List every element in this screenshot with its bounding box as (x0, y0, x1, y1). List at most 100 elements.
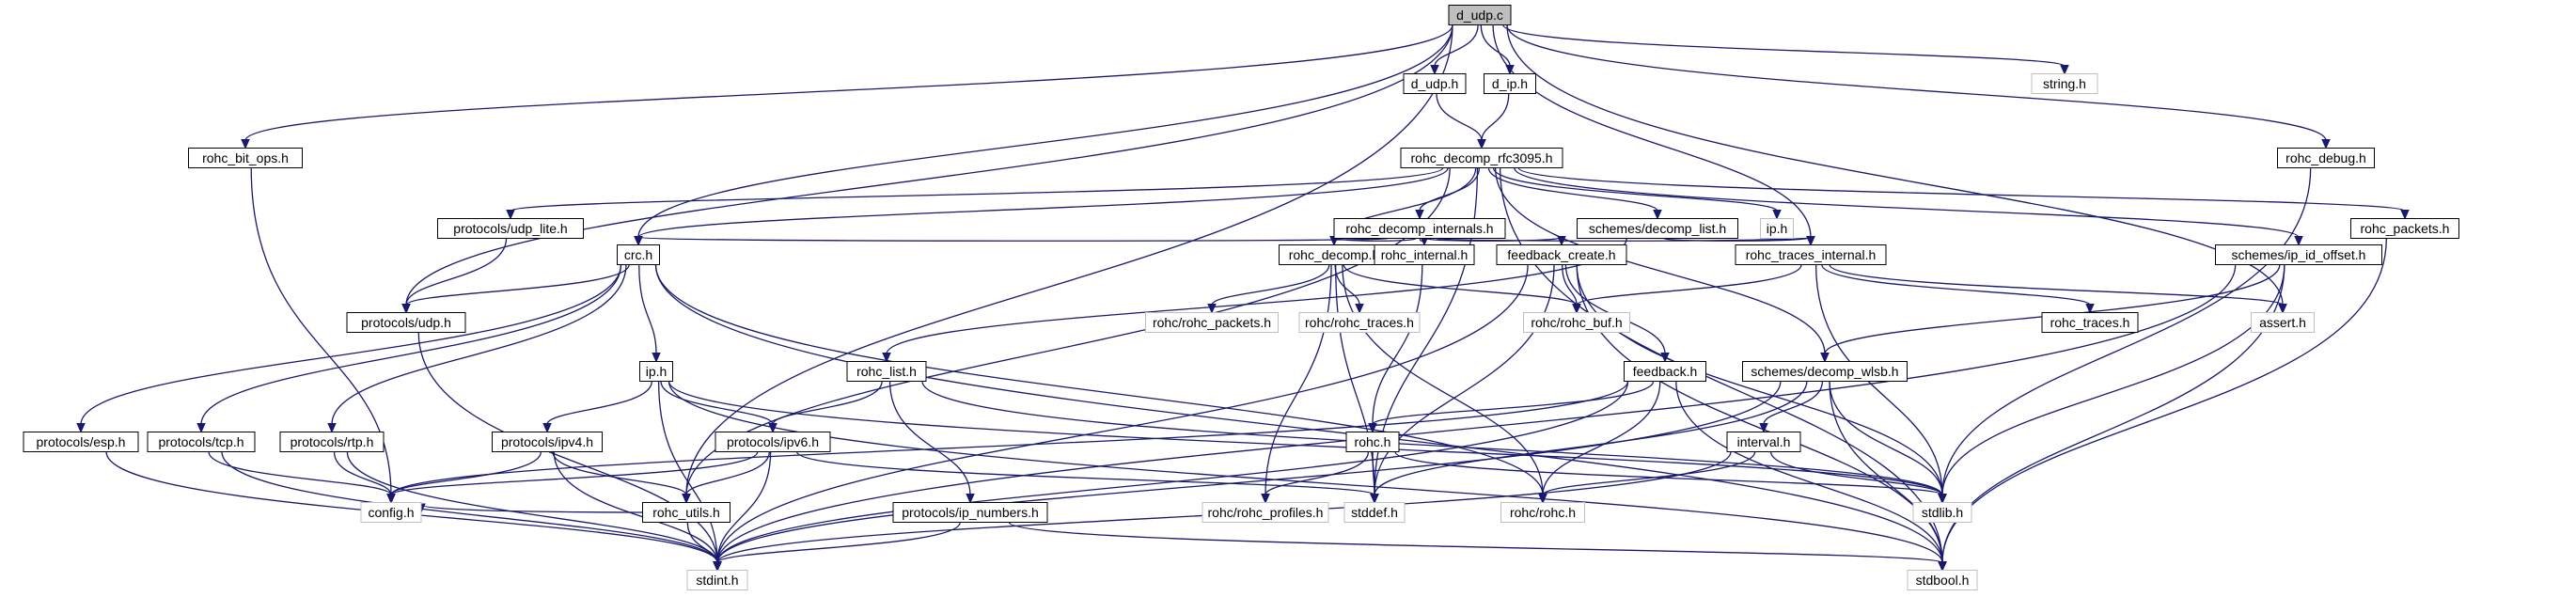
node-label: rohc/rohc_packets.h (1153, 315, 1271, 330)
node-string-h[interactable]: string.h (2031, 73, 2098, 94)
node-schemes-decomp-wlsb-h[interactable]: schemes/decomp_wlsb.h (1742, 361, 1908, 382)
node-feedback-h[interactable]: feedback.h (1624, 361, 1706, 382)
edge-arrowhead (1261, 494, 1270, 504)
node-label: stddef.h (1351, 505, 1398, 520)
node-d-udp-h[interactable]: d_udp.h (1403, 73, 1467, 94)
node-label: interval.h (1737, 434, 1791, 449)
edge-d_udp_c-to-d_udp_h (1434, 24, 1479, 67)
edge-arrowhead (1820, 353, 1830, 363)
edge-rohc_list_h-to-protocols_ip_numbers_h (888, 381, 971, 495)
node-rohc-utils-h[interactable]: rohc_utils.h (642, 502, 730, 523)
node-box (23, 432, 139, 452)
node-interval-h[interactable]: interval.h (1726, 432, 1801, 452)
node-box (1145, 312, 1279, 333)
node-crc-h[interactable]: crc.h (617, 244, 660, 265)
node-protocols-udp-lite-h[interactable]: protocols/udp_lite.h (437, 218, 584, 239)
node-label: rohc/rohc_traces.h (1305, 315, 1414, 330)
edge-arrowhead (401, 304, 411, 314)
node-feedback-create-h[interactable]: feedback_create.h (1496, 244, 1627, 265)
node-rohc-internal-h[interactable]: rohc_internal.h (1374, 244, 1475, 265)
node-box (2215, 244, 2382, 265)
node-label: rohc_decomp_internals.h (1345, 221, 1493, 236)
node-box (715, 432, 831, 452)
edge-arrowhead (2085, 304, 2095, 314)
node-rohc-rohc-buf-h[interactable]: rohc/rohc_buf.h (1523, 312, 1630, 333)
node-box (1202, 502, 1329, 523)
edge-rohc_decomp_rfc3095_h-to-schemes_decomp_list_h (1487, 167, 1658, 212)
node-box (1496, 244, 1627, 265)
node-protocols-udp-h[interactable]: protocols/udp.h (346, 312, 466, 333)
node-stddef-h[interactable]: stddef.h (1343, 502, 1406, 523)
node-rohc-decomp-h[interactable]: rohc_decomp.h (1279, 244, 1390, 265)
node-box (279, 432, 385, 452)
edge-crc_h-to-stdbool_h (654, 264, 1943, 563)
node-box (892, 502, 1048, 523)
node-rohc-traces-internal-h[interactable]: rohc_traces_internal.h (1735, 244, 1887, 265)
node-rohc-debug-h[interactable]: rohc_debug.h (2277, 148, 2375, 168)
edge-rohc_traces_internal_h-to-rohc_rohc_buf_h (1576, 264, 1802, 306)
node-label: ip.h (1767, 221, 1788, 236)
edge-rohc_debug_h-to-stdlib_h (1941, 167, 2312, 495)
node-label: rohc_bit_ops.h (202, 150, 289, 165)
node-stdlib-h[interactable]: stdlib.h (1912, 502, 1972, 523)
node-protocols-rtp-h[interactable]: protocols/rtp.h (279, 432, 385, 452)
node-label: crc.h (624, 247, 652, 262)
node-box (1500, 502, 1585, 523)
edge-schemes_decomp_wlsb_h-to-interval_h (1763, 381, 1824, 425)
node-schemes-ip-id-offset-h[interactable]: schemes/ip_id_offset.h (2215, 244, 2382, 265)
node-protocols-ipv6-h[interactable]: protocols/ipv6.h (715, 432, 831, 452)
node-box (1726, 432, 1801, 452)
node-rohc-packets-h[interactable]: rohc_packets.h (2350, 218, 2459, 239)
node-rohc-rohc-profiles-h[interactable]: rohc/rohc_profiles.h (1202, 502, 1329, 523)
node-config-h[interactable]: config.h (360, 502, 422, 523)
nodes-layer: d_udp.c d_udp.h d_ip.h string.h rohc_bit_ops… (23, 5, 2459, 590)
edge-arrowhead (652, 353, 661, 363)
node-box (686, 570, 748, 590)
node-label: d_udp.h (1411, 76, 1459, 91)
node-protocols-esp-h[interactable]: protocols/esp.h (23, 432, 139, 452)
edge-ip_h-to-stdint_h (657, 381, 718, 563)
edge-arrowhead (2321, 139, 2331, 149)
node-protocols-ipv4-h[interactable]: protocols/ipv4.h (492, 432, 603, 452)
node-assert-h[interactable]: assert.h (2251, 312, 2315, 333)
edge-schemes_ip_id_offset_h-to-schemes_decomp_wlsb_h (1824, 264, 2281, 354)
node-schemes-decomp-list-h[interactable]: schemes/decomp_list.h (1577, 218, 1738, 239)
node-stdint-h[interactable]: stdint.h (686, 570, 748, 590)
node-rohc-traces-h[interactable]: rohc_traces.h (2041, 312, 2139, 333)
node-rohc-list-h[interactable]: rohc_list.h (846, 361, 927, 382)
node-d-udp-c[interactable]: d_udp.c (1448, 5, 1512, 25)
node-ip-h[interactable]: ip.h (639, 361, 673, 382)
edge-protocols_tcp_h-to-stdint_h (221, 451, 718, 563)
node-protocols-tcp-h[interactable]: protocols/tcp.h (147, 432, 256, 452)
node-label: rohc_decomp_rfc3095.h (1411, 150, 1553, 165)
node-rohc-bit-ops-h[interactable]: rohc_bit_ops.h (188, 148, 303, 168)
edge-rohc_decomp_h-to-rohc_rohc_h (1342, 264, 1544, 495)
node-label: schemes/decomp_list.h (1589, 221, 1726, 236)
edge-ip_h-to-stdbool_h (668, 381, 1943, 563)
node-box (642, 502, 730, 523)
edge-arrowhead (682, 494, 691, 504)
node-ip-h[interactable]: ip.h (1760, 218, 1794, 239)
node-label: assert.h (2259, 315, 2306, 330)
edge-rohc_list_h-to-protocols_ipv6_h (772, 381, 883, 425)
node-stdbool-h[interactable]: stdbool.h (1907, 570, 1978, 590)
edge-d_udp_c-to-d_ip_h (1480, 24, 1511, 67)
node-rohc-rohc-packets-h[interactable]: rohc/rohc_packets.h (1145, 312, 1279, 333)
node-label: protocols/ipv6.h (727, 434, 819, 449)
edge-d_udp_c-to-string_h (1502, 24, 2066, 68)
node-box (437, 218, 584, 239)
node-box (639, 361, 673, 382)
node-rohc-rohc-h[interactable]: rohc/rohc.h (1500, 502, 1585, 523)
node-label: string.h (2043, 76, 2086, 91)
node-rohc-rohc-traces-h[interactable]: rohc/rohc_traces.h (1298, 312, 1421, 333)
edge-rohc_decomp_internals_h-to-crc_h (637, 236, 1390, 242)
node-rohc-h[interactable]: rohc.h (1345, 432, 1400, 452)
edge-arrowhead (634, 236, 643, 246)
node-d-ip-h[interactable]: d_ip.h (1484, 73, 1536, 94)
node-protocols-ip-numbers-h[interactable]: protocols/ip_numbers.h (892, 502, 1048, 523)
edge-rohc_list_h-to-stdlib_h (921, 381, 1943, 495)
node-rohc-decomp-internals-h[interactable]: rohc_decomp_internals.h (1333, 218, 1506, 239)
node-box (1742, 361, 1908, 382)
node-rohc-decomp-rfc3095-h[interactable]: rohc_decomp_rfc3095.h (1400, 148, 1563, 168)
node-label: rohc_traces.h (2050, 315, 2130, 330)
